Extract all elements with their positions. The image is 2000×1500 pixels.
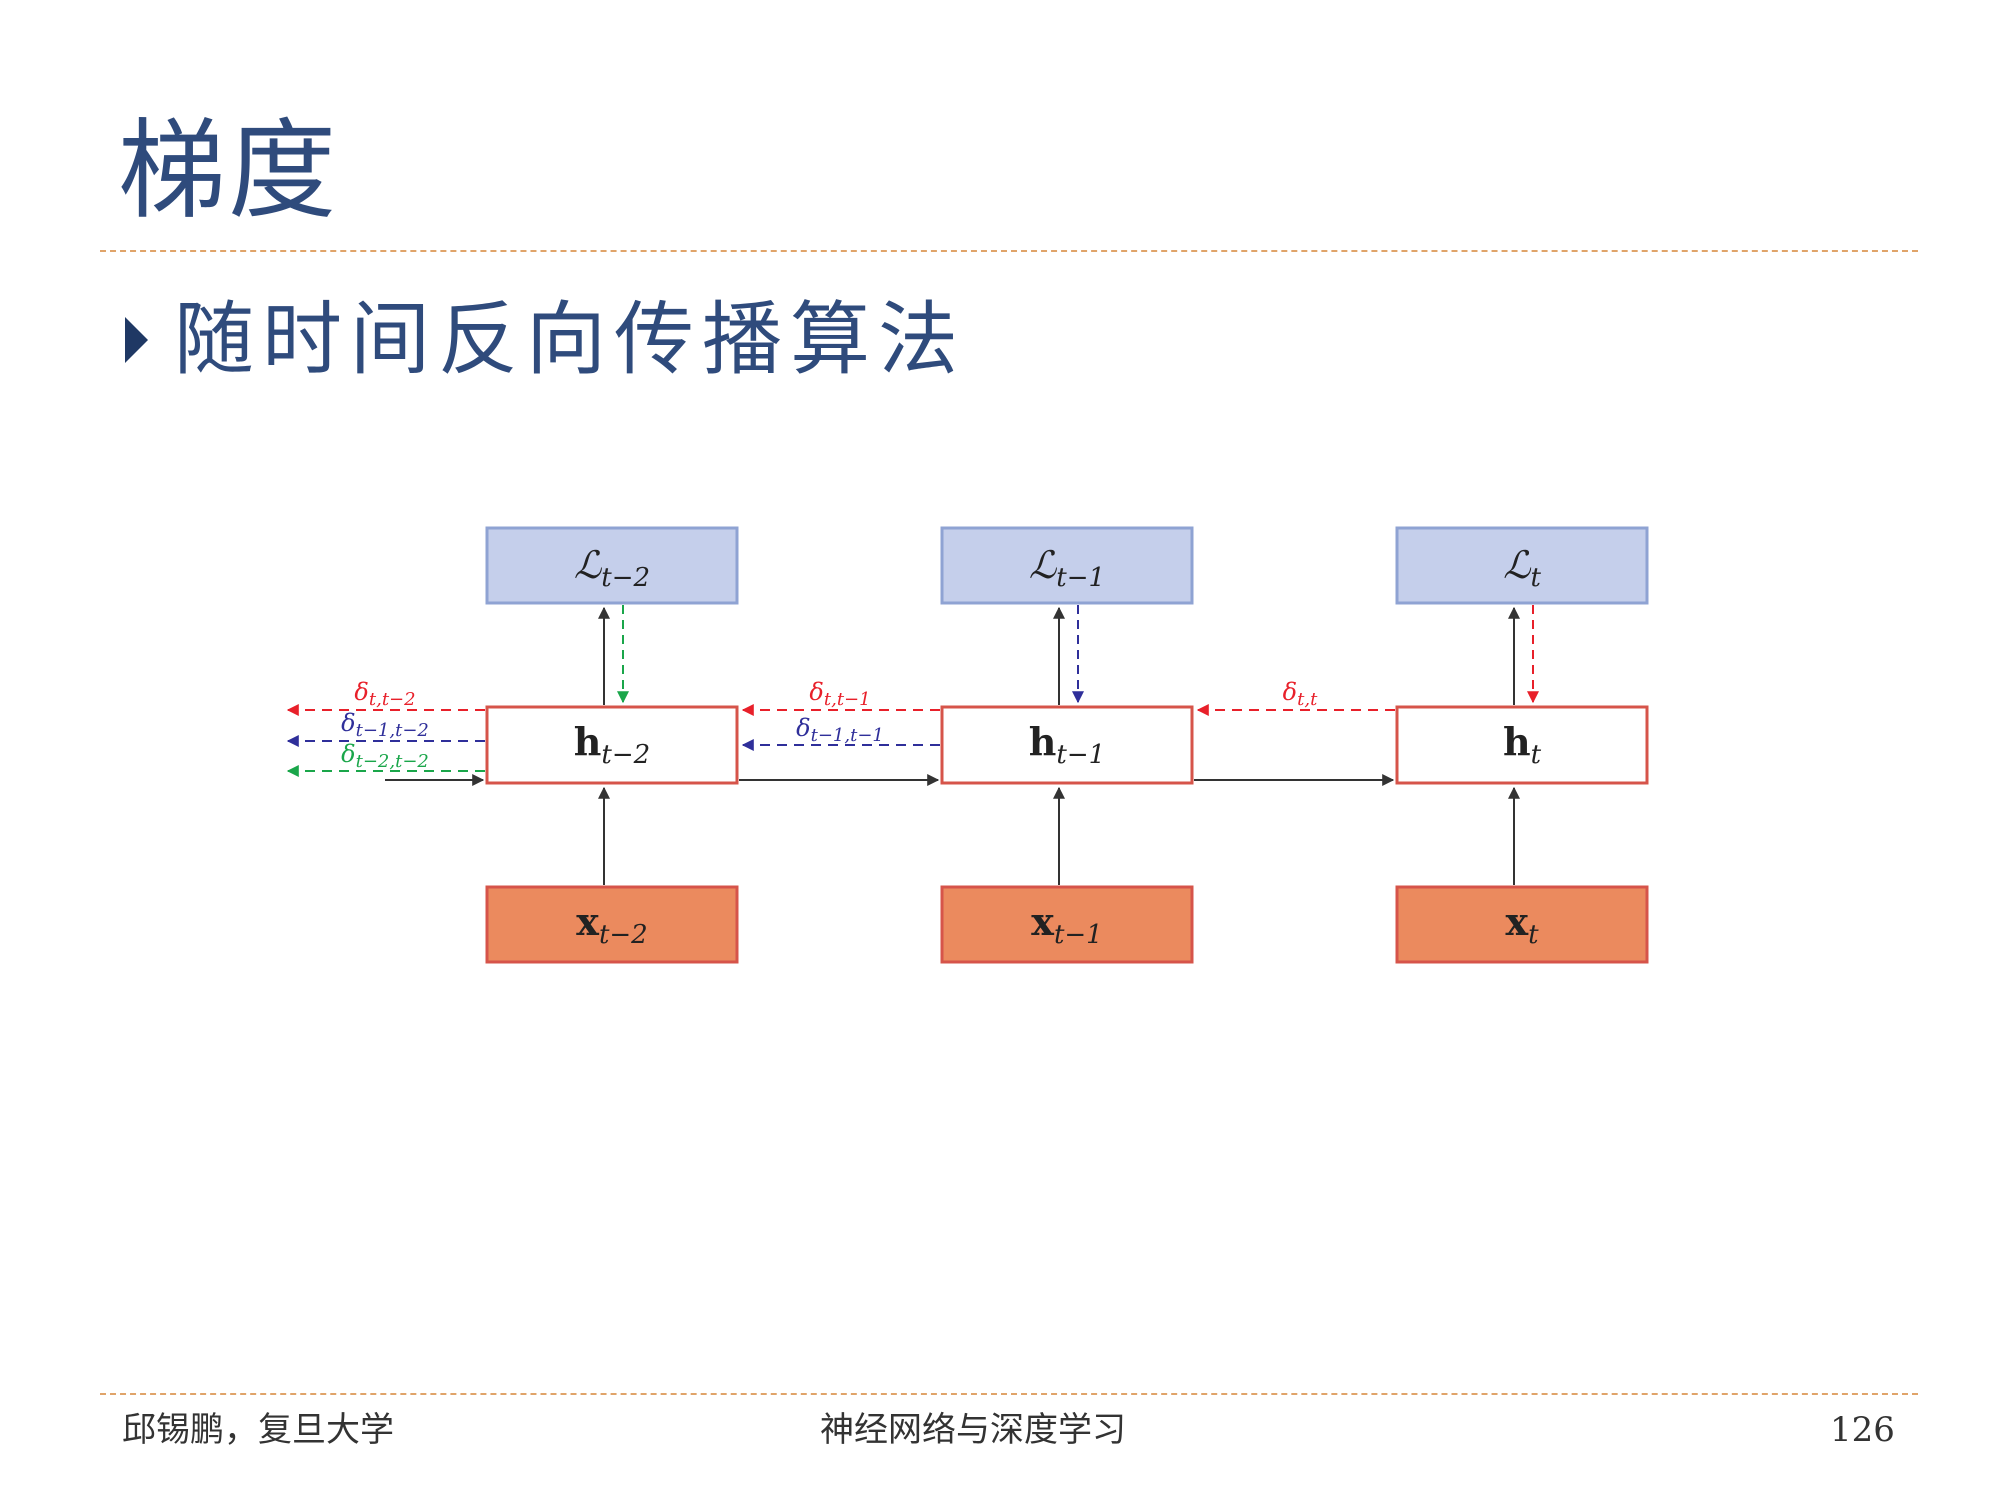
loss-node-t: ℒt [1395, 526, 1649, 605]
svg-text:ht: ht [1503, 719, 1542, 770]
delta-label-t-t-1: δt,t−1 [809, 678, 870, 710]
input-symbol: x [576, 899, 599, 944]
hidden-subscript: t [1531, 740, 1542, 770]
triangle-bullet-icon [125, 317, 148, 363]
input-subscript: t−2 [599, 920, 648, 950]
input-subscript: t [1528, 920, 1539, 950]
svg-text:ℒt−1: ℒt−1 [1029, 543, 1105, 593]
input-node-t-1: xt−1 [940, 885, 1194, 964]
hidden-node-t-2: ht−2 [485, 705, 739, 785]
footer-course: 神经网络与深度学习 [820, 1410, 1126, 1450]
svg-text:ℒt: ℒt [1503, 543, 1541, 593]
loss-symbol: ℒ [574, 543, 603, 587]
bullet-item: 随时间反向传播算法 [125, 300, 966, 380]
loss-subscript: t−1 [1056, 563, 1105, 593]
svg-text:xt: xt [1505, 899, 1539, 950]
loss-node-t-1: ℒt−1 [940, 526, 1194, 605]
delta-label-t-t: δt,t [1283, 678, 1318, 710]
input-symbol: x [1031, 899, 1054, 944]
svg-text:ht−2: ht−2 [574, 719, 650, 770]
input-symbol: x [1505, 899, 1528, 944]
hidden-symbol: h [1503, 719, 1531, 764]
delta-label-t-t-2: δt,t−2 [354, 678, 415, 710]
loss-node-t-2: ℒt−2 [485, 526, 739, 605]
hidden-subscript: t−2 [601, 740, 650, 770]
delta-label-t-1-t-2: δt−1,t−2 [341, 709, 429, 741]
header-divider [100, 250, 1918, 252]
delta-label-t-1-t-1: δt−1,t−1 [796, 714, 884, 746]
slide-title: 梯度 [118, 109, 339, 234]
hidden-symbol: h [1029, 719, 1057, 764]
loss-symbol: ℒ [1503, 543, 1532, 587]
delta-label-t-2-t-2: δt−2,t−2 [341, 740, 429, 772]
input-node-t-2: xt−2 [485, 885, 739, 964]
page-number: 126 [1830, 1410, 1895, 1450]
svg-text:xt−2: xt−2 [576, 899, 647, 950]
input-subscript: t−1 [1054, 920, 1103, 950]
hidden-node-t: ht [1395, 705, 1649, 785]
svg-text:xt−1: xt−1 [1031, 899, 1102, 950]
loss-subscript: t−2 [601, 563, 650, 593]
hidden-symbol: h [574, 719, 602, 764]
hidden-node-t-1: ht−1 [940, 705, 1194, 785]
footer-divider [100, 1393, 1918, 1395]
loss-symbol: ℒ [1029, 543, 1058, 587]
input-node-t: xt [1395, 885, 1649, 964]
footer-author: 邱锡鹏，复旦大学 [122, 1410, 394, 1450]
hidden-subscript: t−1 [1056, 740, 1105, 770]
bullet-text: 随时间反向传播算法 [174, 293, 966, 386]
svg-text:ℒt−2: ℒt−2 [574, 543, 650, 593]
loss-subscript: t [1530, 563, 1541, 593]
svg-text:ht−1: ht−1 [1029, 719, 1105, 770]
